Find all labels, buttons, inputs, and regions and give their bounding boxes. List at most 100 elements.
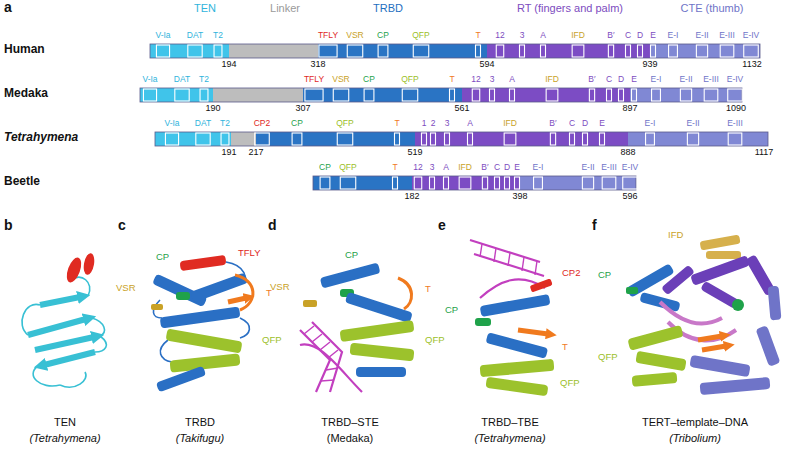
structure-caption: (Tribolium) [669, 433, 721, 444]
motif-label: TFLY [318, 31, 338, 40]
structure-label: VSR [116, 283, 136, 293]
motif-box [680, 89, 691, 101]
motif-label: D [637, 31, 643, 40]
structure-label: QFP [560, 378, 580, 388]
motif-box [623, 177, 638, 189]
domain-segment [415, 132, 628, 146]
motif-box [175, 89, 189, 101]
motif-label: E-III [727, 119, 743, 128]
motif-box [720, 45, 734, 57]
motif-label: T [394, 119, 399, 128]
motif-label: DAT [195, 119, 211, 128]
motif-label: E [599, 119, 605, 128]
motif-label: C [569, 119, 575, 128]
motif-label: IFD [503, 119, 517, 128]
residue-number: 191 [221, 148, 236, 157]
motif-box [541, 45, 546, 57]
motif-box [572, 45, 584, 57]
motif-label: C [625, 31, 631, 40]
structure-label: CP [345, 250, 358, 260]
motif-label: TFLY [304, 75, 324, 84]
motif-box [687, 133, 698, 145]
domain-header: TRBD [373, 3, 403, 14]
motif-box [638, 45, 643, 57]
motif-label: IFD [458, 163, 472, 172]
motif-box [188, 45, 202, 57]
motif-label: CP [377, 31, 389, 40]
motif-box [255, 133, 270, 145]
motif-box [214, 45, 222, 57]
residue-number: 939 [642, 60, 657, 69]
motif-label: 12 [471, 75, 480, 84]
residue-number: 888 [620, 148, 635, 157]
structure-label: QFP [598, 352, 618, 362]
motif-label: T [392, 163, 397, 172]
domain-segment [150, 44, 229, 58]
motif-label: 12 [495, 31, 504, 40]
motif-label: T2 [199, 75, 209, 84]
motif-box [347, 45, 362, 57]
motif-box [608, 45, 613, 57]
motif-box [646, 133, 655, 145]
motif-box [607, 89, 612, 101]
domain-segment [462, 88, 630, 102]
structure-label: QFP [262, 335, 282, 345]
trbd-tbe-cartoon [470, 240, 554, 396]
motif-label: E [631, 75, 637, 84]
structure-label: IFD [668, 230, 683, 240]
trbd-cartoon [151, 255, 253, 392]
domain-header: Linker [270, 3, 300, 14]
domain-segment [318, 44, 487, 58]
domain-header: TEN [194, 3, 216, 14]
domain-segment [487, 44, 650, 58]
residue-number: 561 [454, 104, 469, 113]
panel-letter: a [4, 0, 12, 14]
domain-segment [229, 44, 318, 58]
trbd-ste-cartoon [300, 262, 414, 392]
motif-label: E-IV [743, 31, 760, 40]
residue-number: 398 [512, 192, 527, 201]
motif-label: 3 [445, 119, 450, 128]
residue-number: 519 [407, 148, 422, 157]
domain-segment [650, 44, 760, 58]
motif-box [337, 133, 352, 145]
motif-box [459, 177, 471, 189]
structure-caption: (Medaka) [327, 433, 373, 444]
structure-caption: (Takifugu) [176, 433, 225, 444]
bar-outline [150, 44, 760, 58]
motif-box [431, 133, 436, 145]
motif-box [583, 133, 588, 145]
motif-box [395, 133, 400, 145]
motif-box [619, 89, 624, 101]
motif-label: QFP [412, 31, 429, 40]
motif-box [490, 89, 495, 101]
domain-header: CTE (thumb) [681, 3, 744, 14]
motif-label: E-IV [727, 75, 744, 84]
motif-box [413, 45, 428, 57]
residue-number: 1090 [726, 104, 746, 113]
structure-label: CP2 [562, 268, 580, 278]
motif-box [505, 177, 510, 189]
motif-box [495, 177, 500, 189]
motif-label: E-III [719, 31, 735, 40]
motif-box [156, 45, 169, 57]
structure-caption: TRBD–STE [321, 417, 378, 428]
motif-label: E-I [651, 75, 662, 84]
structure-label: CP [445, 305, 458, 315]
motif-box [320, 177, 330, 189]
motif-label: E [514, 163, 520, 172]
motif-box [333, 89, 348, 101]
tert-cartoon [626, 235, 782, 395]
motif-label: C [494, 163, 500, 172]
motif-label: A [509, 75, 515, 84]
motif-label: VSR [332, 75, 349, 84]
motif-box [589, 89, 594, 101]
panel-letter: c [118, 218, 126, 232]
motif-box [165, 133, 178, 145]
motif-label: B′ [549, 119, 556, 128]
motif-box [744, 45, 759, 57]
motif-label: DAT [174, 75, 190, 84]
motif-box [200, 89, 208, 101]
motif-label: IFD [545, 75, 559, 84]
